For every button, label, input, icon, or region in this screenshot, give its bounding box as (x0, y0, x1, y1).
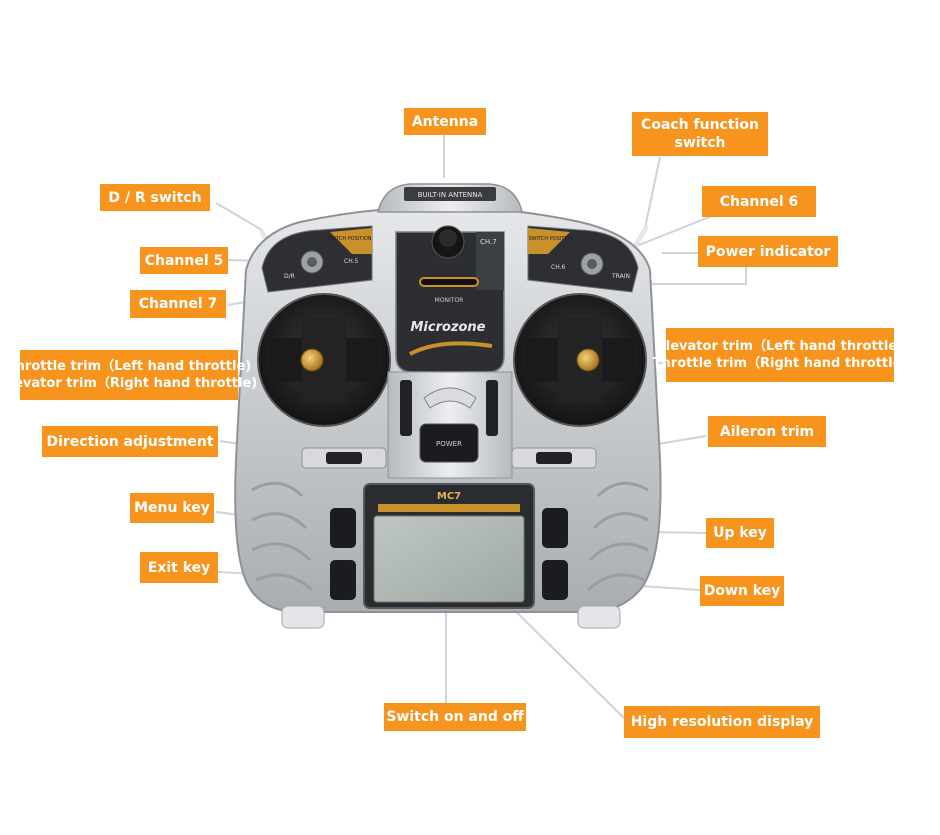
display-label-text: High resolution display (630, 714, 814, 730)
menu-key-shape (330, 508, 356, 548)
down-key-shape (542, 560, 568, 600)
right-switch-position-tag: SWITCH POSITION (529, 236, 574, 242)
display-label: High resolution display (624, 706, 820, 738)
up-key-label-text: Up key (713, 525, 767, 541)
right-grip-ribs (586, 481, 649, 592)
power-indicator-label-text: Power indicator (705, 243, 831, 260)
dr-switch-label: D / R switch (100, 184, 210, 211)
up-key-shape (542, 508, 568, 548)
up-key-label: Up key (706, 518, 774, 548)
down-key-label-text: Down key (703, 583, 781, 599)
switch-on-off-label-text: Switch on and off (386, 709, 524, 725)
channel6-label: Channel 6 (702, 186, 816, 217)
brand-logo: Microzone (410, 320, 485, 335)
coach-label-line1: Coach function (641, 117, 759, 133)
aileron-trim-label-text: Aileron trim (719, 423, 815, 440)
throttle-trim-left-label: Throttle trim（Left hand throttle) Elevat… (1, 350, 257, 400)
antenna-plate-text: BUILT-IN ANTENNA (418, 191, 483, 199)
channel7-label-text: Channel 7 (138, 296, 218, 312)
ch7-tag: CH.7 (480, 238, 497, 246)
aileron-trim-label: Aileron trim (708, 416, 826, 447)
coach-function-switch-label: Coach function switch (632, 112, 768, 156)
antenna-label: Antenna (404, 108, 486, 135)
left-stick (300, 348, 324, 372)
lcd-screen (373, 515, 525, 603)
train-tag: TRAIN (611, 273, 630, 280)
center-handle (423, 387, 477, 409)
exit-key-shape (330, 560, 356, 600)
model-text: MC7 (437, 491, 461, 502)
power-indicator-label: Power indicator (698, 236, 838, 267)
right-vertical-trim (486, 380, 498, 436)
channel5-label-text: Channel 5 (144, 252, 224, 269)
throttle-trim-left-line1: Throttle trim（Left hand throttle) (6, 359, 252, 374)
right-stick (576, 348, 600, 372)
exit-key-label-text: Exit key (147, 559, 211, 576)
direction-adjustment-label-text: Direction adjustment (46, 433, 214, 450)
monitor-tag: MONITOR (435, 297, 464, 304)
dr-switch-label-text: D / R switch (108, 189, 202, 206)
coach-switch-rod (631, 225, 649, 251)
ch6-tag: CH.6 (551, 264, 566, 271)
left-grip-ribs (251, 481, 314, 592)
elevator-trim-right-line1: Elevator trim（Left hand throttle) (656, 339, 904, 354)
down-key-label: Down key (700, 576, 784, 606)
dr-tag: D/R (284, 273, 295, 280)
direction-adjustment-label: Direction adjustment (42, 426, 218, 457)
menu-key-label-text: Menu key (134, 500, 210, 516)
ch5-tag: CH.5 (344, 258, 359, 265)
channel5-label: Channel 5 (140, 247, 228, 274)
antenna-label-text: Antenna (411, 113, 479, 130)
channel6-label-text: Channel 6 (719, 193, 799, 210)
switch-on-off-label: Switch on and off (384, 703, 526, 731)
elevator-trim-right-label: Elevator trim（Left hand throttle) Thrott… (653, 328, 907, 382)
exit-key-label: Exit key (140, 552, 218, 583)
channel7-label: Channel 7 (130, 290, 226, 318)
throttle-trim-left-line2: Elevator trim（Right hand throttle) (0, 376, 258, 391)
power-key (419, 423, 479, 463)
menu-key-label: Menu key (130, 493, 214, 523)
power-key-text: POWER (436, 440, 462, 448)
elevator-trim-right-line2: Throttle trim（Right hand throttle) (652, 356, 908, 371)
power-indicator-led (419, 277, 479, 287)
left-vertical-trim (400, 380, 412, 436)
left-switch-position-tag: SWITCH POSITION (327, 236, 372, 242)
coach-label-line2: switch (674, 135, 726, 151)
